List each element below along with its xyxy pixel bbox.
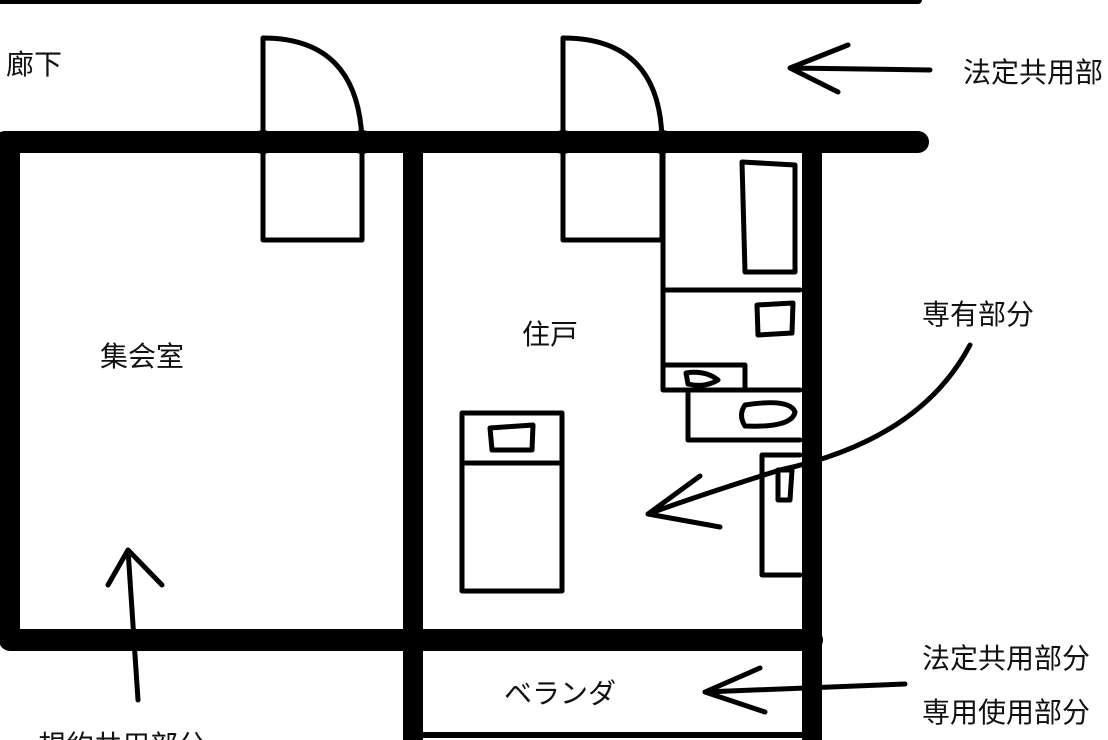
label-legal-common-bottom: 法定共用部分: [922, 642, 1090, 675]
wet-area: [660, 142, 803, 578]
label-veranda: ベランダ: [504, 677, 616, 710]
arrow-meeting-room: [105, 547, 165, 703]
door-meeting-room: [251, 35, 374, 243]
door-unit: [551, 35, 674, 243]
label-private-part: 専有部分: [922, 298, 1034, 331]
label-corridor: 廊下: [6, 48, 62, 81]
arrow-veranda: [702, 665, 908, 715]
bed: [459, 410, 565, 594]
label-meeting-room: 集会室: [100, 340, 184, 373]
label-legal-common-top: 法定共用部: [963, 56, 1103, 89]
arrow-private-part: [645, 342, 973, 530]
label-unit: 住戸: [522, 318, 578, 351]
label-bylaw-common: 規約共用部分: [38, 729, 206, 740]
arrow-legal-common-top: [787, 42, 933, 95]
label-exclusive-use: 専用使用部分: [922, 696, 1090, 729]
